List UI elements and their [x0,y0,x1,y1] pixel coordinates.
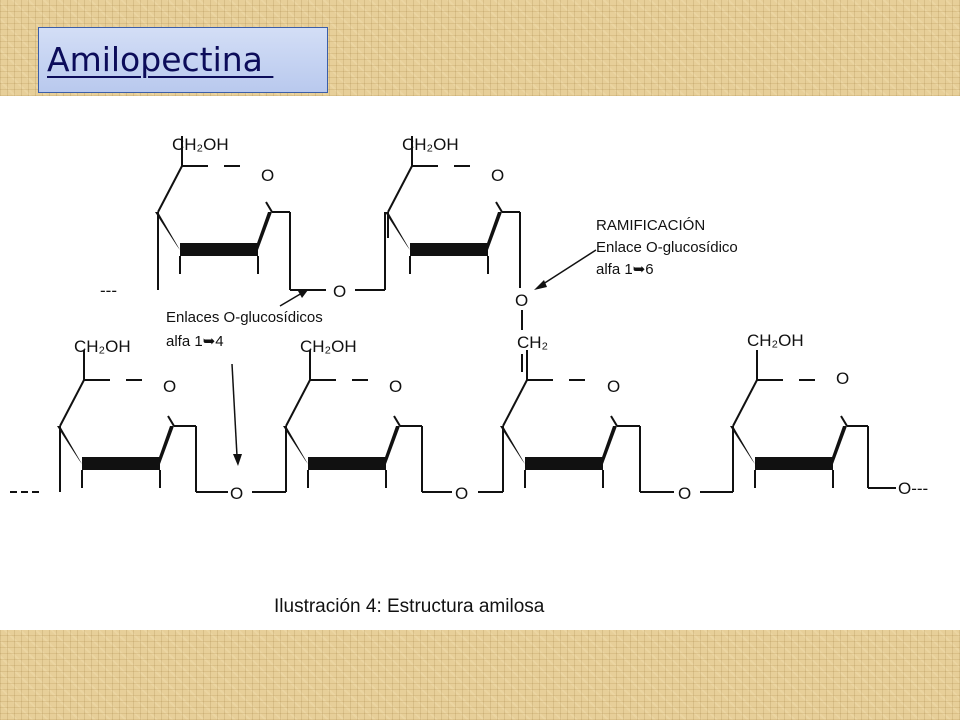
arrow-icon [298,290,308,298]
glucose-ring-bottom-1: CH₂OH O [56,337,228,493]
chain-start-label: --- [100,281,117,300]
arrow-icon [534,280,547,290]
figure-panel: CH₂OH O CH₂OH O --- O O CH₂ CH [0,96,960,630]
figure-caption: Ilustración 4: Estructura amilosa [274,596,545,617]
chain-bond-label: Enlaces O-glucosídicos [166,309,323,326]
hydroxymethyl-label: CH₂OH [300,337,357,356]
chain-annotation: Enlaces O-glucosídicos alfa 1➥4 [166,290,323,466]
ring-oxygen-label: O [163,377,176,396]
bridge-oxygen-label: O [515,291,528,310]
hydroxymethyl-label: CH₂OH [402,135,459,154]
methylene-label: CH₂ [517,333,548,352]
bridge-oxygen-label: O [333,282,346,301]
arrow-icon [233,454,242,466]
glucose-ring-bottom-4: CH₂OH O [700,331,896,493]
hydroxymethyl-label: CH₂OH [172,135,229,154]
branch-bond-label: Enlace O-glucosídico [596,239,738,256]
hydroxymethyl-label: CH₂OH [74,337,131,356]
glucose-ring-bottom-3: O [478,349,674,493]
branch-title: RAMIFICACIÓN [596,217,705,234]
glucose-ring-bottom-2: CH₂OH O [252,337,452,493]
bridge-oxygen-label: O [230,484,243,503]
glucose-ring-top-1: CH₂OH O [154,135,326,291]
amylopectin-structure-diagram: CH₂OH O CH₂OH O --- O O CH₂ CH [10,135,928,617]
branch-bond-type: alfa 1➥6 [596,261,654,278]
glucose-ring-top-2: CH₂OH O [355,135,521,291]
branch-link: O CH₂ [515,291,548,372]
chain-end-label: O--- [898,479,928,498]
ring-oxygen-label: O [491,166,504,185]
bridge-oxygen-label: O [455,484,468,503]
hydroxymethyl-label: CH₂OH [747,331,804,350]
ring-oxygen-label: O [261,166,274,185]
branch-annotation: RAMIFICACIÓN Enlace O-glucosídico alfa 1… [534,217,738,290]
ring-oxygen-label: O [607,377,620,396]
chain-bond-type: alfa 1➥4 [166,333,224,350]
slide-title: Amilopectina [47,40,274,79]
ring-oxygen-label: O [836,369,849,388]
ring-oxygen-label: O [389,377,402,396]
slide-title-box: Amilopectina [38,27,328,93]
bridge-oxygen-label: O [678,484,691,503]
